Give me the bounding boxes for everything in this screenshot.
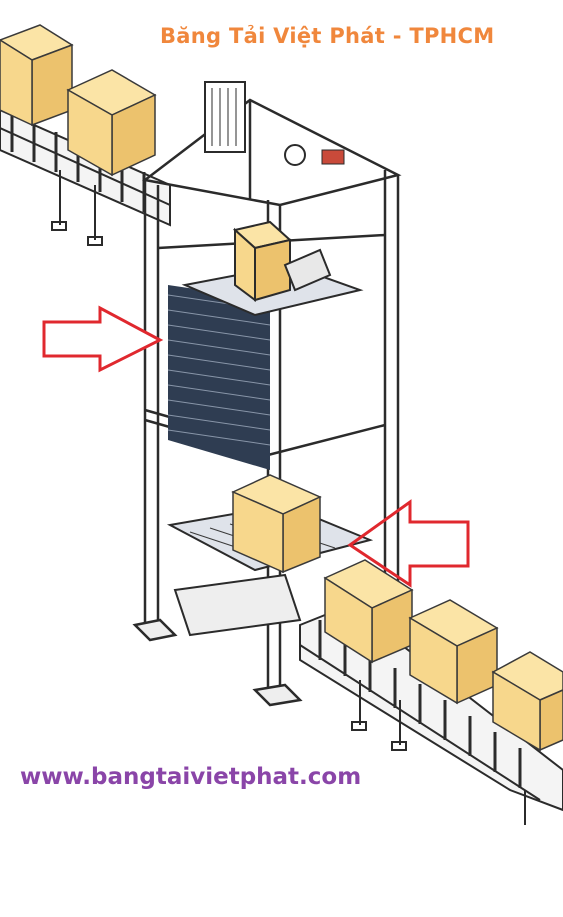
carton-box-upper-2 <box>66 69 157 177</box>
carton-box-lift <box>231 474 322 574</box>
carton-box-lower-1 <box>323 559 414 664</box>
upper-carrier-platform <box>181 220 364 317</box>
carton-box-lower-2 <box>408 599 499 705</box>
brand-title: Băng Tải Việt Phát - TPHCM <box>160 24 495 48</box>
website-url[interactable]: www.bangtaivietphat.com <box>20 764 362 790</box>
drive-motor <box>204 81 345 166</box>
carton-box-upper-1 <box>0 24 74 127</box>
carton-box-lower-3 <box>491 651 563 752</box>
right-arrow-icon <box>42 305 164 373</box>
left-arrow-icon <box>347 499 470 588</box>
roller-curtain <box>167 285 271 470</box>
